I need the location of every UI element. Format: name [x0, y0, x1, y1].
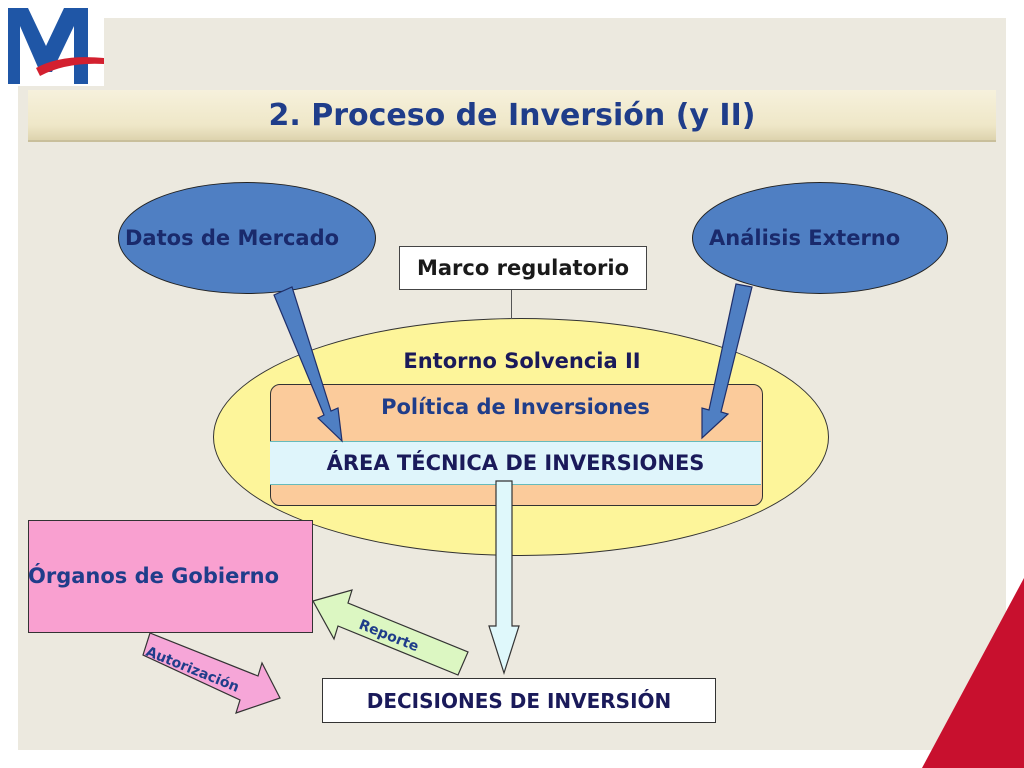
- area-tecnica-label: ÁREA TÉCNICA DE INVERSIONES: [326, 451, 705, 475]
- arrow-datos-to-politica: [273, 286, 343, 443]
- marco-label: Marco regulatorio: [416, 256, 629, 280]
- decisiones-label: DECISIONES DE INVERSIÓN: [366, 688, 672, 713]
- organos-label: Órganos de Gobierno: [28, 564, 280, 588]
- organos-box: [28, 520, 313, 633]
- marco-box: Marco regulatorio: [399, 246, 647, 290]
- arrow-analisis-to-politica: [701, 283, 753, 440]
- analisis-externo-ellipse: [692, 182, 948, 294]
- arrow-reporte: [312, 589, 469, 676]
- marco-connector: [511, 288, 512, 319]
- arrow-area-to-decisiones: [488, 480, 520, 675]
- decisiones-box: DECISIONES DE INVERSIÓN: [322, 678, 716, 723]
- m-logo-icon: [6, 6, 104, 86]
- area-tecnica-box: ÁREA TÉCNICA DE INVERSIONES: [270, 441, 761, 485]
- analisis-externo-label: Análisis Externo: [709, 226, 901, 250]
- arrow-autorizacion: [142, 632, 281, 714]
- title-bar: 2. Proceso de Inversión (y II): [28, 90, 996, 142]
- datos-mercado-label: Datos de Mercado: [125, 226, 340, 250]
- politica-label: Política de Inversiones: [381, 395, 650, 419]
- entorno-label: Entorno Solvencia II: [403, 349, 641, 373]
- datos-mercado-ellipse: [118, 182, 376, 294]
- page-title: 2. Proceso de Inversión (y II): [268, 97, 756, 133]
